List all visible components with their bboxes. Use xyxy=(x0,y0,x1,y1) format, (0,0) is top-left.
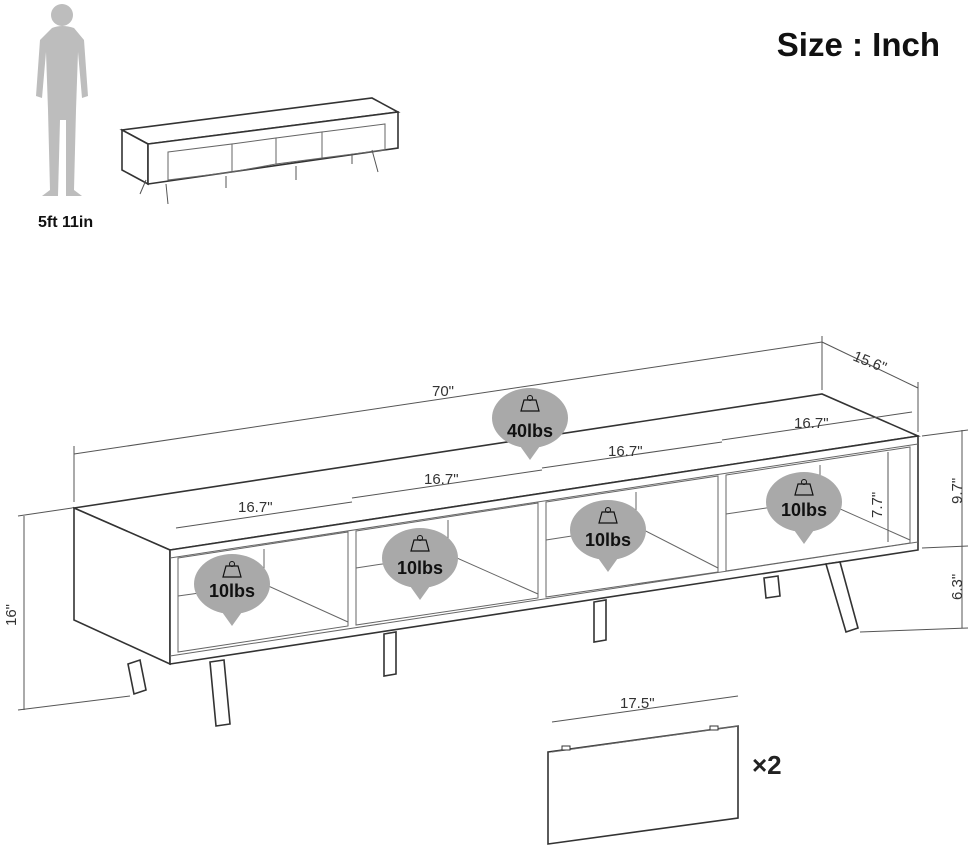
compartment-3-width-label: 16.7" xyxy=(608,443,643,460)
weight-bubble-top: 40lbs xyxy=(492,388,568,460)
leg-mid-1 xyxy=(383,631,397,677)
leg-mid-2 xyxy=(593,599,607,643)
compartment-4 xyxy=(725,446,911,572)
height-label: 16" xyxy=(3,604,20,626)
weight-bubble-1: 10lbs xyxy=(194,554,270,626)
weight-icon xyxy=(520,395,540,412)
weight-icon xyxy=(222,561,242,578)
door-quantity-label: ×2 xyxy=(752,750,782,780)
size-unit-title: Size : Inch xyxy=(776,26,940,63)
width-label: 70" xyxy=(432,383,454,400)
shelf-4-load-label: 10lbs xyxy=(781,500,827,520)
tv-stand-main xyxy=(71,393,921,727)
stand-front-face xyxy=(169,435,919,665)
weight-bubble-4: 10lbs xyxy=(766,472,842,544)
human-height-label: 5ft 11in xyxy=(38,214,94,231)
leg-height-label: 6.3" xyxy=(949,574,966,600)
compartment-4-width-label: 16.7" xyxy=(794,415,829,432)
depth-label: 15.6" xyxy=(851,348,889,377)
leg-front xyxy=(209,659,231,727)
door-width-label: 17.5" xyxy=(620,695,655,712)
compartment-2 xyxy=(355,502,539,626)
compartment-1 xyxy=(177,531,349,653)
shelf-3-load-label: 10lbs xyxy=(585,530,631,550)
human-silhouette-icon xyxy=(36,4,88,196)
leg-back xyxy=(763,575,781,599)
inner-height-label: 7.7" xyxy=(869,492,886,518)
door-panel xyxy=(547,725,739,845)
leg-front-left xyxy=(127,658,147,696)
compartment-3 xyxy=(545,475,719,598)
shelf-2-load-label: 10lbs xyxy=(397,558,443,578)
compartment-1-width-label: 16.7" xyxy=(238,499,273,516)
dimension-lines xyxy=(17,336,969,723)
top-load-label: 40lbs xyxy=(507,421,553,441)
overview-tv-stand xyxy=(119,97,401,205)
leg-front-right xyxy=(824,561,859,634)
compartment-2-width-label: 16.7" xyxy=(424,471,459,488)
weight-icon xyxy=(598,507,618,524)
shelf-1-load-label: 10lbs xyxy=(209,581,255,601)
weight-icon xyxy=(794,479,814,496)
upper-height-label: 9.7" xyxy=(949,478,966,504)
weight-bubble-3: 10lbs xyxy=(570,500,646,572)
weight-icon xyxy=(410,535,430,552)
weight-bubble-2: 10lbs xyxy=(382,528,458,600)
